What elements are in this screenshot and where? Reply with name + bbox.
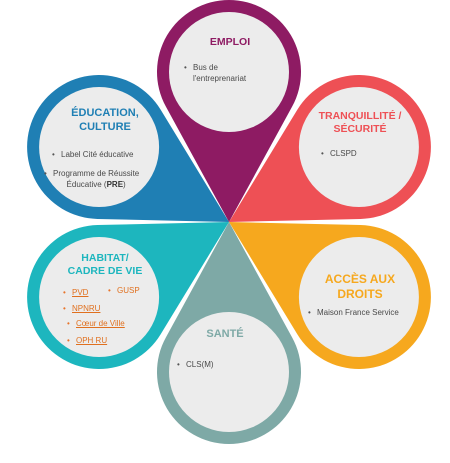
habitat-item-oph-ru[interactable]: OPH RU [67, 335, 107, 346]
tranquillite-item: CLSPD [321, 148, 357, 159]
petal-acces: ACCÈS AUX DROITS [300, 272, 420, 302]
petal-sante: SANTÉ [170, 328, 280, 341]
petal-emploi: EMPLOI [165, 36, 295, 49]
petal-inner-sante [169, 312, 289, 432]
emploi-title: EMPLOI [209, 36, 251, 48]
habitat-item-coeur-de-ville[interactable]: Cœur de Ville [67, 318, 125, 329]
sante-title: SANTÉ [206, 328, 244, 340]
acces-item: Maison France Service [308, 307, 399, 318]
habitat-item-gusp[interactable]: GUSP [108, 285, 140, 296]
acces-title: ACCÈS AUX DROITS [324, 272, 396, 301]
petal-inner-acces [298, 237, 419, 357]
education-title: ÉDUCATION, CULTURE [71, 107, 139, 133]
petal-habitat: HABITAT/ CADRE DE VIE [45, 252, 165, 278]
emploi-item: Bus de l'entreprenariat [184, 62, 246, 84]
petal-education: ÉDUCATION, CULTURE [45, 106, 165, 134]
habitat-item-npnru[interactable]: NPNRU [63, 303, 101, 314]
habitat-item-pvd[interactable]: PVD [63, 287, 89, 298]
education-item-pre: Programme de Réussite Éducative (PRE) [44, 168, 139, 190]
petal-inner-tranquillite [298, 87, 419, 207]
habitat-title: HABITAT/ CADRE DE VIE [67, 252, 143, 277]
sante-item: CLS(M) [177, 359, 213, 370]
tranquillite-title: TRANQUILLITÉ / SÉCURITÉ [318, 110, 402, 135]
petal-tranquillite: TRANQUILLITÉ / SÉCURITÉ [300, 110, 420, 136]
education-item-label: Label Cité éducative [52, 149, 133, 160]
